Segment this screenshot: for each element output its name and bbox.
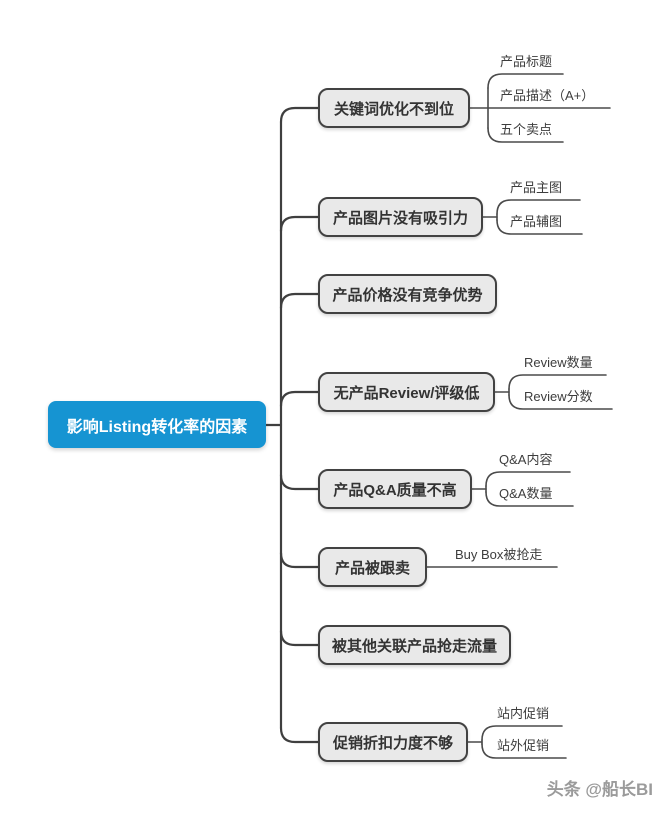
branch-node-label: 无产品Review/评级低 [333, 384, 480, 402]
branch-1-leaf-line-1 [487, 73, 564, 89]
leaf-five-selling-points[interactable]: 五个卖点 [500, 122, 553, 137]
root-node-listing-conversion-factors[interactable]: 影响Listing转化率的因素 [48, 401, 266, 448]
leaf-buybox-lost[interactable]: Buy Box被抢走 [455, 547, 543, 562]
root-node-label: 影响Listing转化率的因素 [66, 418, 248, 436]
branch-node-label: 产品Q&A质量不高 [333, 481, 457, 499]
branch-node-label: 被其他关联产品抢走流量 [331, 637, 497, 655]
leaf-qa-count[interactable]: Q&A数量 [499, 486, 553, 501]
elbow-branch-6 [279, 551, 320, 569]
elbow-branch-3 [279, 292, 320, 310]
elbow-branch-1 [279, 106, 320, 124]
branch-5-leaf-line-1 [485, 471, 571, 487]
leaf-product-description-aplus[interactable]: 产品描述（A+） [500, 88, 595, 103]
branch-node-traffic-taken-by-related[interactable]: 被其他关联产品抢走流量 [318, 625, 511, 665]
branch-node-product-images[interactable]: 产品图片没有吸引力 [318, 197, 483, 237]
main-connectors [264, 106, 320, 744]
branch-2-leaf-line-1 [496, 199, 581, 215]
branch-node-keyword-optimization[interactable]: 关键词优化不到位 [318, 88, 470, 128]
leaf-product-title[interactable]: 产品标题 [500, 54, 553, 69]
elbow-branch-2 [279, 215, 320, 233]
elbow-branch-8 [279, 726, 320, 744]
elbow-branch-5 [279, 473, 320, 491]
branch-node-promotion-discount[interactable]: 促销折扣力度不够 [318, 722, 468, 762]
leaf-onsite-promotion[interactable]: 站内促销 [497, 706, 550, 721]
branch-4-leaf-line-1 [508, 374, 607, 390]
branch-node-label: 产品图片没有吸引力 [332, 209, 468, 227]
branch-node-hijacked-listing[interactable]: 产品被跟卖 [318, 547, 427, 587]
leaf-offsite-promotion[interactable]: 站外促销 [497, 738, 550, 753]
branch-node-review-rating[interactable]: 无产品Review/评级低 [318, 372, 495, 412]
branch-node-label: 促销折扣力度不够 [332, 734, 453, 752]
leaf-review-score[interactable]: Review分数 [524, 389, 593, 404]
leaf-main-image[interactable]: 产品主图 [510, 180, 563, 195]
elbow-branch-4 [279, 390, 320, 408]
leaf-secondary-images[interactable]: 产品辅图 [510, 214, 563, 229]
branch-node-label: 产品价格没有竞争优势 [332, 286, 483, 304]
branch-node-qa-quality[interactable]: 产品Q&A质量不高 [318, 469, 472, 509]
leaf-review-count[interactable]: Review数量 [524, 355, 593, 370]
branch-node-label: 产品被跟卖 [334, 559, 410, 577]
branch-node-price-competitiveness[interactable]: 产品价格没有竞争优势 [318, 274, 497, 314]
elbow-branch-7 [279, 629, 320, 647]
branch-node-label: 关键词优化不到位 [333, 100, 454, 118]
leaf-qa-content[interactable]: Q&A内容 [499, 452, 553, 467]
watermark-toutiao-chuanzhang-bi: 头条 @船长BI [546, 780, 653, 799]
